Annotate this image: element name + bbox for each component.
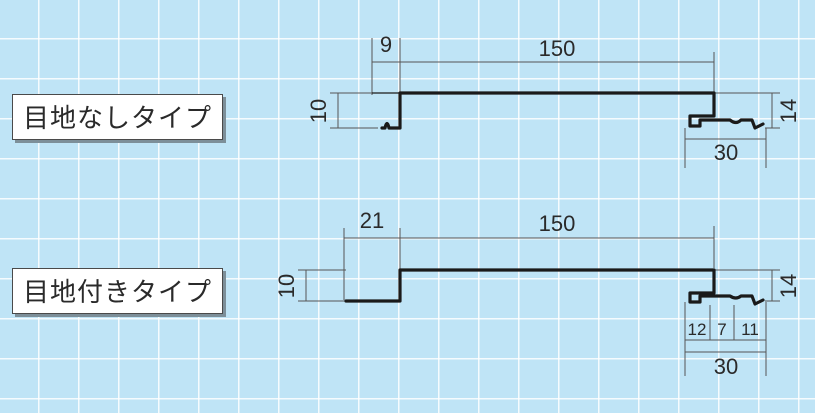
dim-30-bottom-1: 30 — [714, 140, 738, 165]
type-label-with-joint: 目地付きタイプ — [12, 268, 224, 314]
dim-9: 9 — [380, 32, 392, 57]
dimension-lines-1 — [330, 38, 780, 168]
dimension-lines-2 — [298, 226, 780, 376]
type-label-joint-free: 目地なしタイプ — [12, 94, 224, 140]
dim-21: 21 — [360, 208, 384, 233]
dim-14-right-1: 14 — [776, 99, 801, 123]
dim-10-left-2: 10 — [274, 274, 299, 298]
dim-7: 7 — [717, 320, 726, 339]
profile-with-joint: 21 150 10 14 12 7 11 30 — [274, 208, 801, 379]
dim-30-bottom-2: 30 — [714, 354, 738, 379]
dim-12: 12 — [688, 320, 707, 339]
dim-14-right-2: 14 — [776, 274, 801, 298]
dim-11: 11 — [741, 320, 759, 339]
panel-profile-joint-free — [380, 91, 765, 130]
panel-profile-with-joint — [344, 268, 765, 306]
dim-10-left-1: 10 — [306, 99, 331, 123]
dim-150-top-2: 150 — [539, 211, 576, 236]
profile-joint-free: 9 150 10 14 30 — [306, 32, 801, 168]
dim-150-top-1: 150 — [539, 36, 576, 61]
